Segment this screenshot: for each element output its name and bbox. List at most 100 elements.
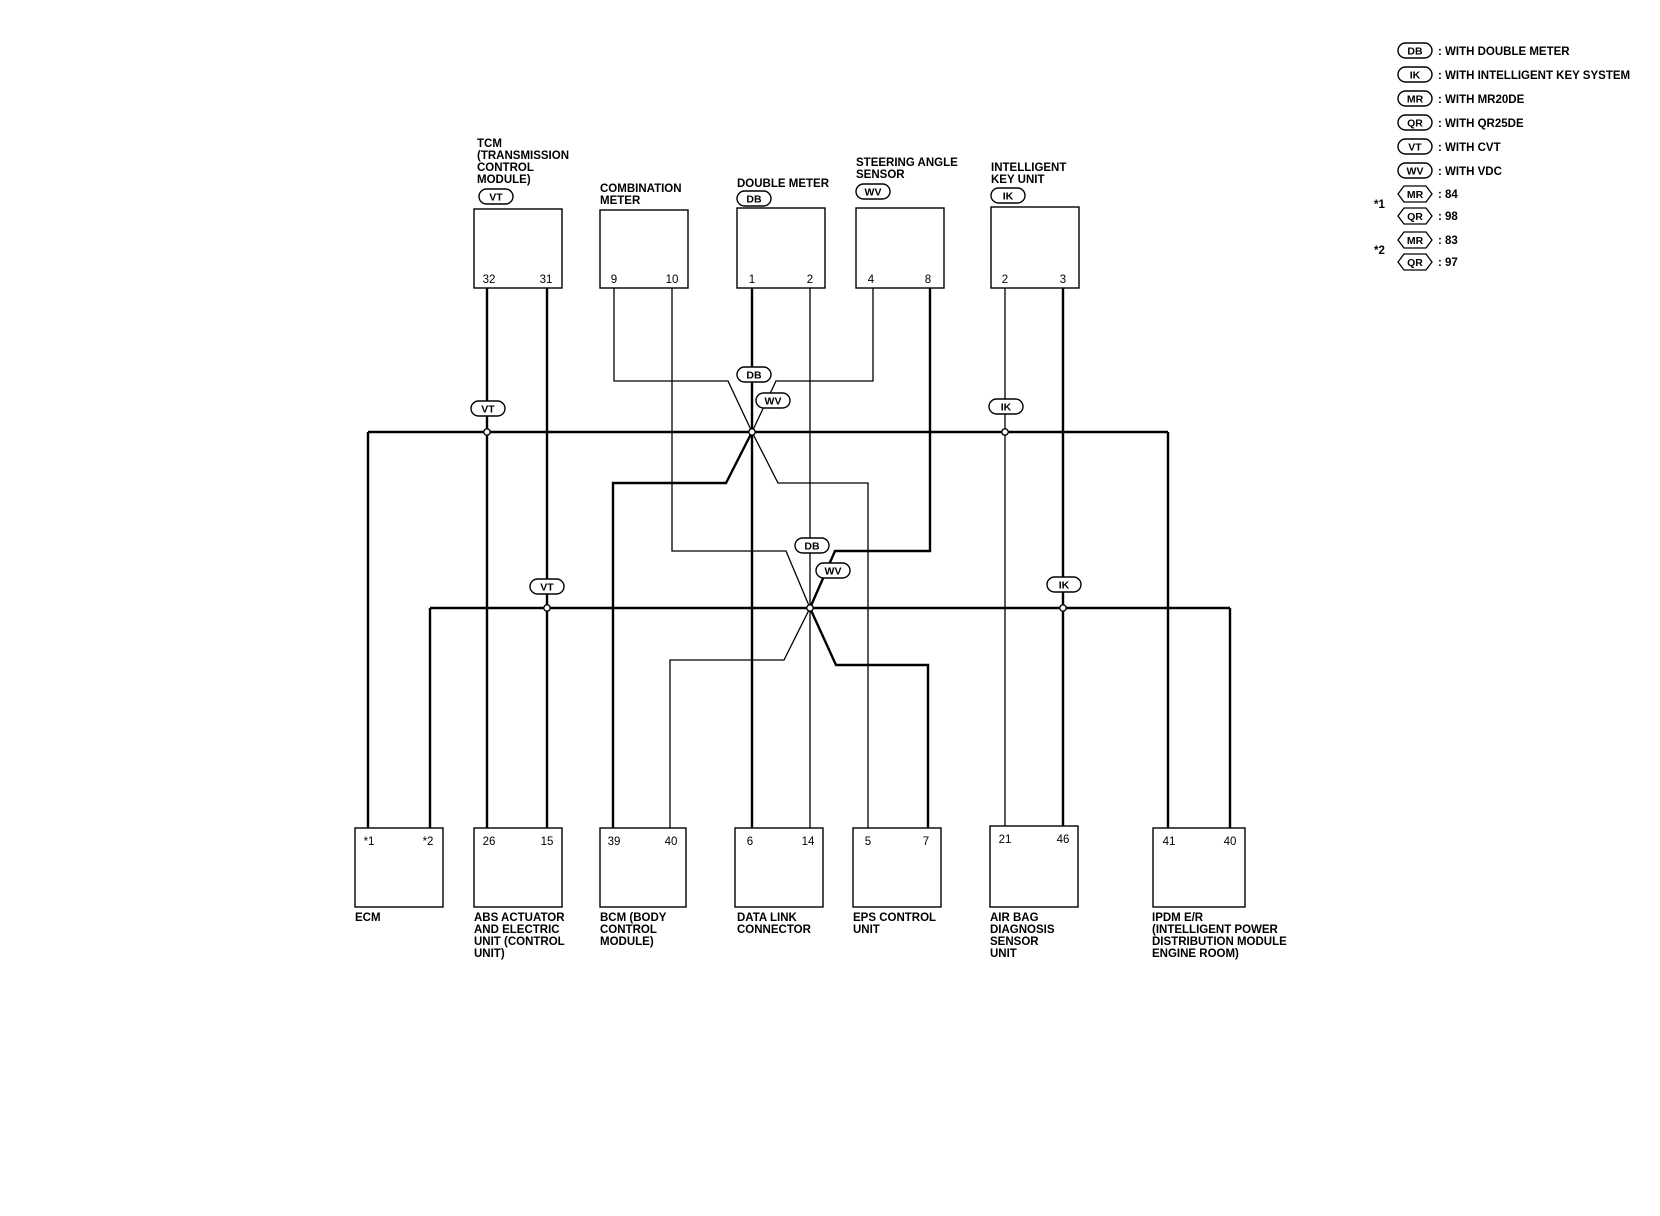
unit-label: DISTRIBUTION MODULE xyxy=(1152,936,1287,948)
unit-label: ABS ACTUATOR xyxy=(474,912,565,924)
unit-box xyxy=(473,827,563,908)
badge-label: WV xyxy=(765,396,782,408)
unit-intelligent-key-unit: INTELLIGENT KEY UNIT IK 2 3 xyxy=(990,162,1080,289)
wires xyxy=(366,288,1232,828)
splice-dot xyxy=(1059,604,1067,612)
legend-code: VT xyxy=(1408,142,1422,154)
pin-label: 21 xyxy=(999,834,1012,846)
unit-label: TCM xyxy=(477,138,502,150)
pin-label: 9 xyxy=(611,274,617,286)
unit-label: MODULE) xyxy=(600,936,654,948)
wire-sas-8 xyxy=(808,288,932,609)
line-badge-db-upper: DB xyxy=(736,366,772,383)
unit-label: COMBINATION xyxy=(600,183,682,195)
pin-label: 14 xyxy=(802,836,815,848)
top-units: TCM (TRANSMISSION CONTROL MODULE) VT 32 … xyxy=(473,138,1080,289)
legend-note-1: *1 MR : 84 QR : 98 xyxy=(1374,185,1458,225)
unit-steering-angle-sensor: STEERING ANGLE SENSOR WV 4 8 xyxy=(855,157,958,289)
legend-code: MR xyxy=(1407,94,1424,106)
unit-badge: DB xyxy=(746,194,762,206)
unit-air-bag-unit: 21 46 AIR BAG DIAGNOSIS SENSOR UNIT xyxy=(989,825,1079,960)
unit-label: BCM (BODY xyxy=(600,912,667,924)
pin-label: 1 xyxy=(749,274,755,286)
unit-label: STEERING ANGLE xyxy=(856,157,958,169)
legend-text: : WITH CVT xyxy=(1438,142,1501,154)
unit-label: (TRANSMISSION xyxy=(477,150,569,162)
pin-label: 5 xyxy=(865,836,871,848)
wire-bcm-40 xyxy=(669,607,811,828)
legend-note-text: : 98 xyxy=(1438,211,1458,223)
pin-label: *2 xyxy=(423,836,434,848)
unit-box xyxy=(599,209,689,289)
legend-item-vt: VT : WITH CVT xyxy=(1397,138,1501,155)
pin-label: 32 xyxy=(483,274,496,286)
unit-label: DATA LINK xyxy=(737,912,798,924)
legend-text: : WITH MR20DE xyxy=(1438,94,1525,106)
legend-note-text: : 97 xyxy=(1438,257,1458,269)
legend-code: QR xyxy=(1407,118,1423,130)
unit-box xyxy=(990,206,1080,289)
splice-dot xyxy=(748,428,756,436)
unit-data-link-connector: 6 14 DATA LINK CONNECTOR xyxy=(734,827,824,936)
legend-note-2: *2 MR : 83 QR : 97 xyxy=(1374,231,1458,271)
line-badge-ik-lower: IK xyxy=(1046,576,1082,593)
pin-label: 15 xyxy=(541,836,554,848)
pin-label: 2 xyxy=(807,274,813,286)
unit-box xyxy=(734,827,824,908)
unit-label: CONNECTOR xyxy=(737,924,812,936)
unit-badge: WV xyxy=(865,187,882,199)
pin-label: 3 xyxy=(1060,274,1066,286)
unit-label: UNIT (CONTROL xyxy=(474,936,565,948)
unit-box xyxy=(599,827,687,908)
pin-label: 26 xyxy=(483,836,496,848)
line-badge-vt-upper: VT xyxy=(470,400,506,417)
legend-item-wv: WV : WITH VDC xyxy=(1397,162,1502,179)
wire-eps-5 xyxy=(751,431,869,828)
unit-box xyxy=(1152,827,1246,908)
pin-label: 31 xyxy=(540,274,553,286)
legend-text: : WITH QR25DE xyxy=(1438,118,1524,130)
line-badge-ik-upper: IK xyxy=(988,398,1024,415)
unit-label: CONTROL xyxy=(600,924,657,936)
unit-label: DOUBLE METER xyxy=(737,178,830,190)
unit-badge: IK xyxy=(1003,191,1014,203)
legend-note-text: : 83 xyxy=(1438,235,1458,247)
legend-item-qr: QR : WITH QR25DE xyxy=(1397,114,1524,131)
legend-note-code: QR xyxy=(1407,211,1423,223)
legend-note-code: MR xyxy=(1407,189,1424,201)
unit-label: SENSOR xyxy=(990,936,1039,948)
legend-note-mark: *1 xyxy=(1374,199,1385,211)
legend-item-ik: IK : WITH INTELLIGENT KEY SYSTEM xyxy=(1397,66,1630,83)
splice-dot xyxy=(806,604,814,612)
legend-note-mark: *2 xyxy=(1374,245,1385,257)
unit-box xyxy=(473,208,563,289)
legend-note-code: MR xyxy=(1407,235,1424,247)
pin-label: 41 xyxy=(1163,836,1176,848)
splice-dot xyxy=(483,428,491,436)
unit-tcm: TCM (TRANSMISSION CONTROL MODULE) VT 32 … xyxy=(473,138,569,289)
pin-label: 7 xyxy=(923,836,929,848)
unit-label: CONTROL xyxy=(477,162,534,174)
badge-label: DB xyxy=(804,541,820,553)
unit-label: ECM xyxy=(355,912,381,924)
unit-double-meter: DOUBLE METER DB 1 2 xyxy=(736,178,830,289)
unit-box xyxy=(852,827,942,908)
unit-abs-actuator: 26 15 ABS ACTUATOR AND ELECTRIC UNIT (CO… xyxy=(473,827,565,960)
wire-cm-10 xyxy=(671,288,811,609)
line-badge-wv-upper: WV xyxy=(755,392,791,409)
unit-label: METER xyxy=(600,195,641,207)
unit-bcm: 39 40 BCM (BODY CONTROL MODULE) xyxy=(599,827,687,948)
unit-label: MODULE) xyxy=(477,174,531,186)
legend-text: : WITH DOUBLE METER xyxy=(1438,46,1570,58)
legend-code: WV xyxy=(1407,166,1424,178)
legend-code: IK xyxy=(1410,70,1421,82)
badge-label: DB xyxy=(746,370,762,382)
line-badges: VT IK DB WV VT IK DB WV xyxy=(470,366,1082,595)
unit-label: DIAGNOSIS xyxy=(990,924,1055,936)
unit-label: UNIT) xyxy=(474,948,505,960)
splice-points xyxy=(483,428,1067,612)
wire-cm-9 xyxy=(613,288,753,433)
pin-label: 2 xyxy=(1002,274,1008,286)
legend-item-mr: MR : WITH MR20DE xyxy=(1397,90,1525,107)
